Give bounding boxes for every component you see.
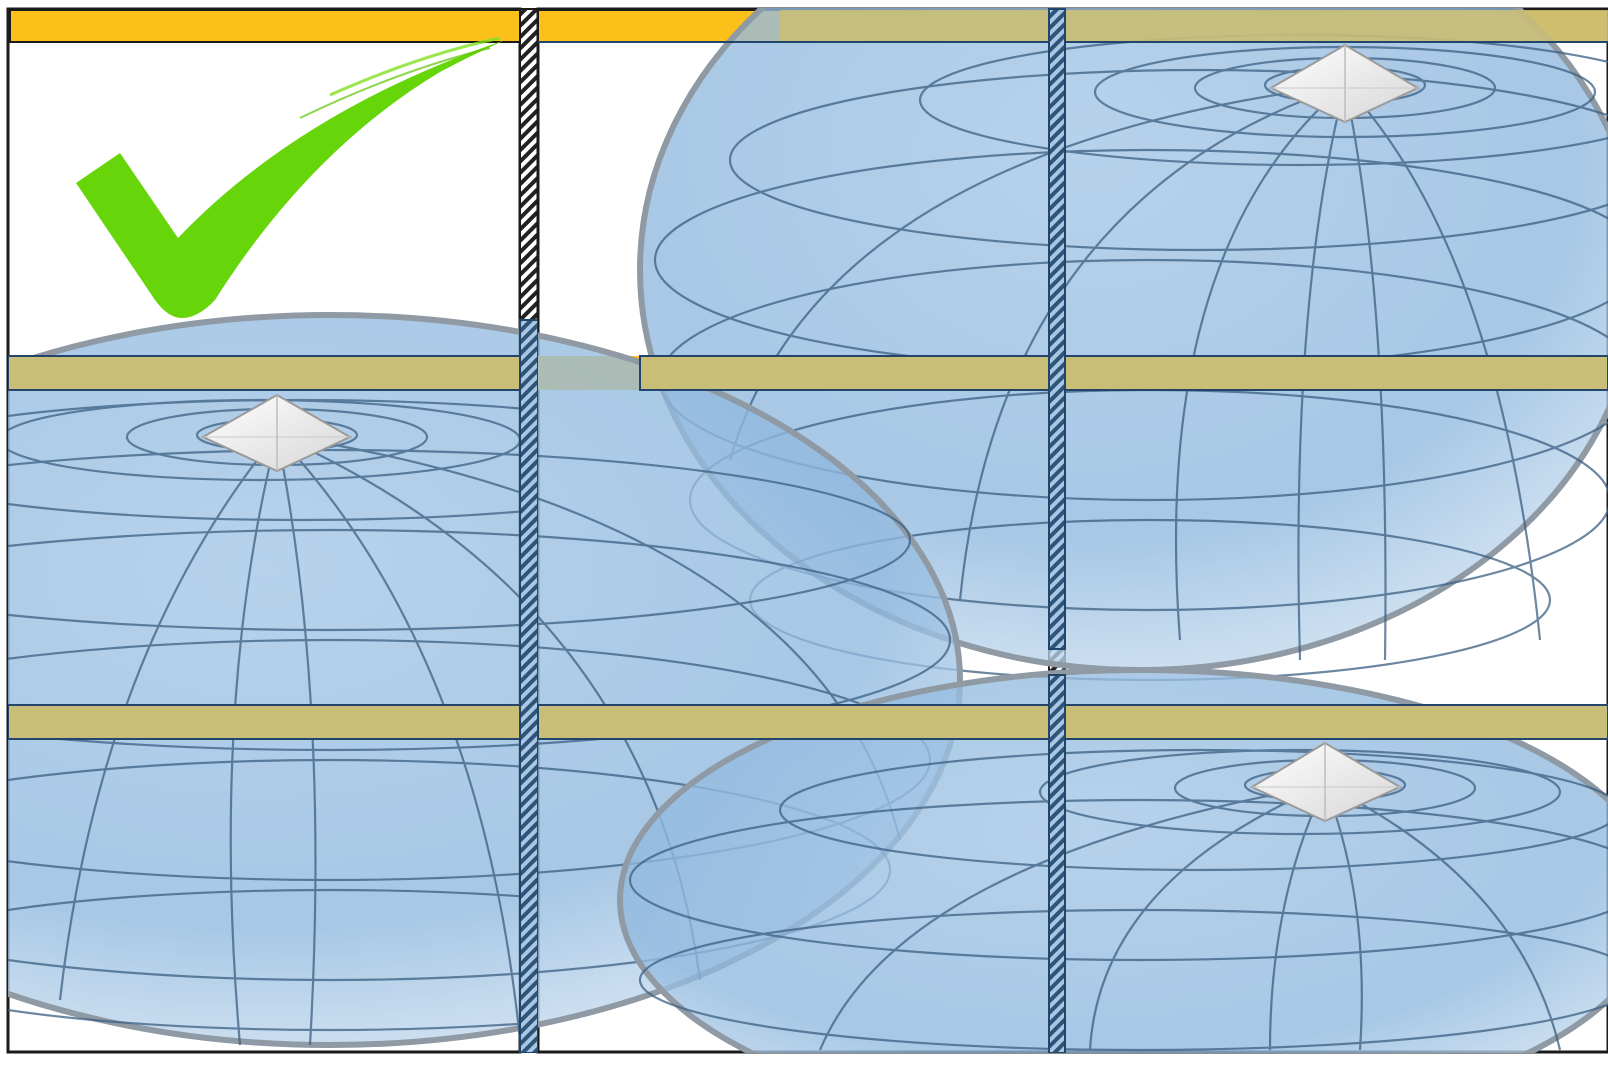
check-mark-icon <box>76 36 505 318</box>
right-floor-lines-in-coverage <box>538 8 1608 1053</box>
coverage-sphere-left <box>8 312 538 1053</box>
access-point-icon <box>1249 741 1403 823</box>
band-floor-1 <box>9 9 521 43</box>
access-point-icon <box>200 393 353 473</box>
access-point-icon <box>1268 43 1421 124</box>
